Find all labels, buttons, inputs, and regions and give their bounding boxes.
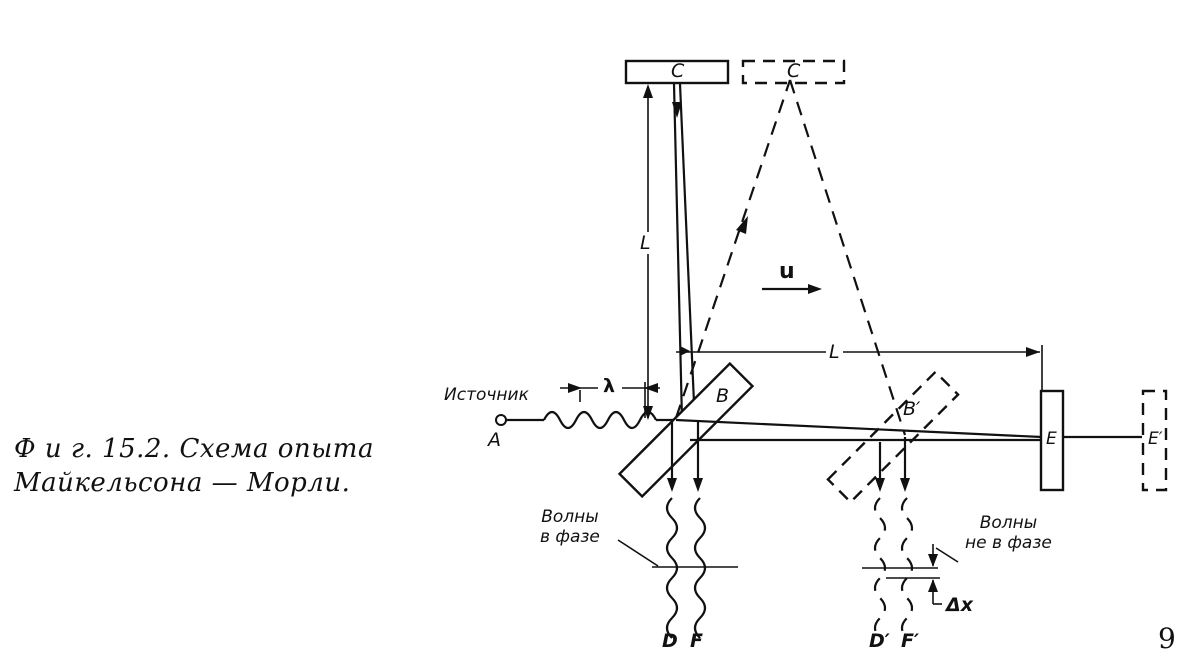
wave-f xyxy=(693,497,707,639)
velocity-label: u xyxy=(779,259,795,284)
output-d-label: D xyxy=(662,630,678,652)
dashed-beam-down xyxy=(788,79,907,436)
waves-in-phase-line1: Волны xyxy=(541,507,599,527)
output-f-label: F xyxy=(690,630,703,652)
mirror-c xyxy=(624,59,730,85)
mirror-c-moved xyxy=(741,59,846,85)
source-point-label: A xyxy=(488,429,501,451)
waves-in-phase-label: Волны в фазе xyxy=(540,507,600,547)
mirror-e-moved xyxy=(1141,389,1168,492)
beam-vertical-right xyxy=(678,83,697,427)
waves-out-phase-label: Волны не в фазе xyxy=(965,513,1052,553)
splitter-b-label: B xyxy=(716,385,730,407)
splitter-b xyxy=(617,361,755,499)
mirror-c-label: C xyxy=(671,60,685,82)
l-horizontal-label: L xyxy=(826,341,843,363)
wave-d xyxy=(665,497,679,639)
mirror-e xyxy=(1039,389,1065,492)
mirror-e-moved-label: E′ xyxy=(1148,429,1163,449)
waves-in-phase-line2: в фазе xyxy=(540,527,600,547)
caption-line-1: Ф и г. 15.2. Схема опыта xyxy=(14,434,374,464)
mirror-c-moved-label: C xyxy=(787,60,801,82)
caption-line-2: Майкельсона — Морли. xyxy=(14,468,351,498)
source-point-a xyxy=(495,414,507,426)
l-vertical-label: L xyxy=(640,232,651,254)
dashed-beam-up xyxy=(674,79,792,419)
page-number: 9 xyxy=(1158,622,1176,655)
figure-caption: Ф и г. 15.2. Схема опыта Майкельсона — М… xyxy=(14,432,374,500)
beam-vertical-left xyxy=(672,83,684,421)
source-wave xyxy=(543,410,657,430)
output-d-moved-label: D′ xyxy=(869,630,890,652)
waves-out-phase-line1: Волны xyxy=(979,513,1038,533)
source-label: Источник xyxy=(444,385,529,405)
mirror-e-label: E xyxy=(1046,429,1057,449)
waves-out-phase-line2: не в фазе xyxy=(965,533,1052,553)
splitter-b-moved-label: B′ xyxy=(903,398,921,420)
output-f-moved-label: F′ xyxy=(901,630,919,652)
delta-x-label: Δx xyxy=(946,594,973,616)
lambda-label: λ xyxy=(603,375,616,397)
splitter-b-moved xyxy=(826,370,960,504)
